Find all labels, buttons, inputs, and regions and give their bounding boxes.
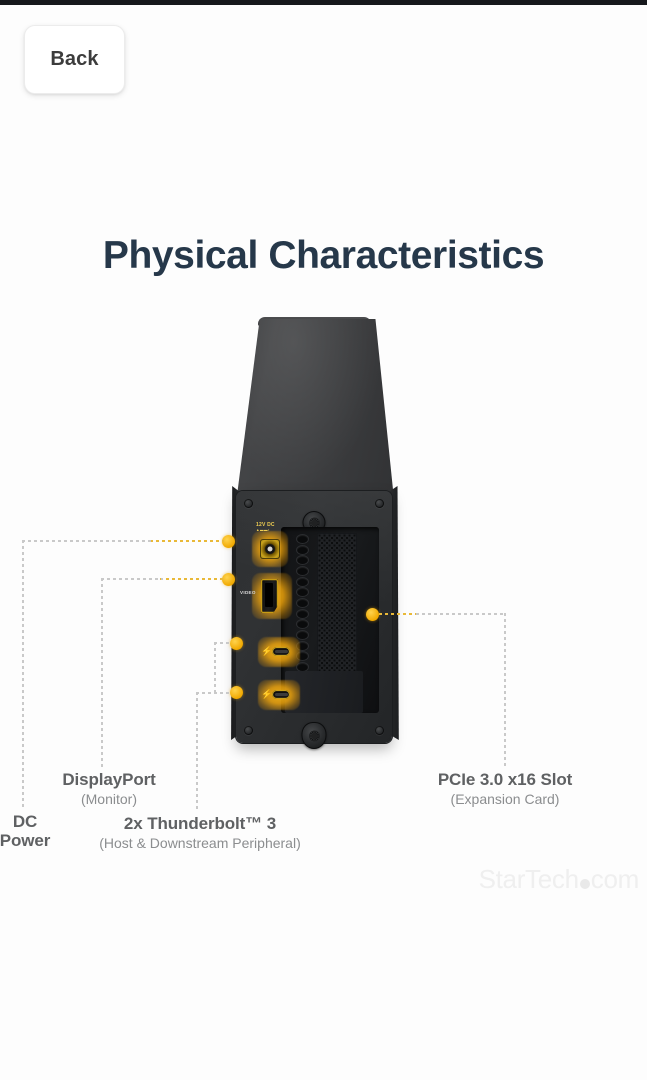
- callout-label-dc-power: DC Power: [0, 812, 68, 850]
- dc-silkscreen-mark: ▲▬▬▪: [256, 528, 270, 532]
- punch-hole: [297, 620, 308, 629]
- punch-hole: [297, 609, 308, 618]
- punch-hole: [297, 535, 308, 543]
- watermark-part1: StarTech: [478, 864, 580, 894]
- callout-line-thunderbolt-1-v: [214, 642, 216, 694]
- panel-screw-bottom-left: [244, 726, 253, 735]
- punch-hole: [297, 588, 308, 597]
- panel-screw-bottom-right: [375, 726, 384, 735]
- callout-label-pcie-title: PCIe 3.0 x16 Slot: [437, 770, 573, 789]
- page-title: Physical Characteristics: [102, 234, 545, 277]
- callout-label-displayport-subtitle: (Monitor): [80, 791, 137, 807]
- punch-hole: [297, 652, 308, 661]
- callout-label-displayport-title: DisplayPort: [62, 770, 156, 789]
- callout-dot-pcie: [366, 608, 379, 621]
- punch-hole: [297, 598, 308, 607]
- callout-line-thunderbolt-2-h: [196, 692, 232, 694]
- punch-hole: [297, 641, 308, 650]
- dc-silkscreen-text: 12V DC: [256, 522, 275, 528]
- rear-panel: 12V DC ▲▬▬▪ VIDEO ⚡ ⚡: [236, 491, 392, 749]
- callout-line-pcie-h: [416, 613, 506, 615]
- callout-line-thunderbolt-2-v: [196, 692, 198, 812]
- thunderbolt-bolt-icon: ⚡: [261, 689, 273, 699]
- punch-hole: [297, 545, 308, 554]
- panel-screw-top-left: [244, 499, 253, 508]
- panel-screw-top-right: [375, 499, 384, 508]
- callout-label-thunderbolt-title: 2x Thunderbolt™ 3: [123, 814, 277, 833]
- callout-label-pcie: PCIe 3.0 x16 Slot (Expansion Card): [412, 770, 598, 807]
- back-button[interactable]: Back: [24, 25, 125, 94]
- callout-line-dc-power-h: [22, 540, 152, 542]
- product-illustration: 12V DC ▲▬▬▪ VIDEO ⚡ ⚡: [0, 300, 647, 780]
- callout-line-pcie-h-gold: [379, 613, 419, 615]
- enclosure-lid: [235, 319, 395, 509]
- punch-hole: [297, 630, 308, 639]
- callout-line-displayport-v: [101, 578, 103, 768]
- callout-label-pcie-subtitle: (Expansion Card): [450, 791, 560, 807]
- startech-watermark: StarTech com: [478, 864, 640, 895]
- callout-line-dc-power-h-gold: [150, 540, 224, 542]
- status-bar: [0, 0, 647, 5]
- callout-line-displayport-h-gold: [160, 578, 224, 580]
- callout-dot-dc-power: [222, 535, 235, 548]
- callout-label-dc-power-line1: DC: [12, 812, 38, 831]
- callout-line-displayport-h: [101, 578, 163, 580]
- watermark-part2: com: [590, 864, 640, 894]
- back-button-label: Back: [50, 48, 99, 70]
- callout-dot-thunderbolt-2: [230, 686, 243, 699]
- thumbscrew-bottom: [301, 722, 327, 749]
- watermark-dot-icon: [579, 879, 590, 889]
- video-silkscreen-label: VIDEO: [240, 590, 256, 595]
- displayport-connector: [261, 579, 278, 613]
- dc-silkscreen-label: 12V DC ▲▬▬▪: [256, 522, 275, 532]
- punch-hole: [297, 662, 308, 671]
- callout-dot-displayport: [222, 573, 235, 586]
- callout-line-dc-power-v: [22, 540, 24, 810]
- thunderbolt-port-2: [272, 690, 290, 699]
- callout-label-displayport: DisplayPort (Monitor): [44, 770, 174, 807]
- punch-hole: [297, 556, 308, 565]
- punch-hole: [297, 577, 308, 586]
- thunderbolt-bolt-icon: ⚡: [261, 646, 273, 656]
- callout-label-dc-power-line2: Power: [0, 831, 51, 850]
- punch-hole: [297, 566, 308, 575]
- callout-line-thunderbolt-1-h: [214, 642, 232, 644]
- thunderbolt-port-1: [272, 647, 290, 656]
- rear-port-cluster: 12V DC ▲▬▬▪ VIDEO ⚡ ⚡: [236, 491, 392, 743]
- dc-power-jack: [260, 539, 280, 559]
- callout-label-thunderbolt-subtitle: (Host & Downstream Peripheral): [99, 835, 301, 851]
- callout-line-pcie-v: [504, 613, 506, 768]
- callout-dot-thunderbolt-1: [230, 637, 243, 650]
- callout-label-thunderbolt: 2x Thunderbolt™ 3 (Host & Downstream Per…: [70, 814, 330, 851]
